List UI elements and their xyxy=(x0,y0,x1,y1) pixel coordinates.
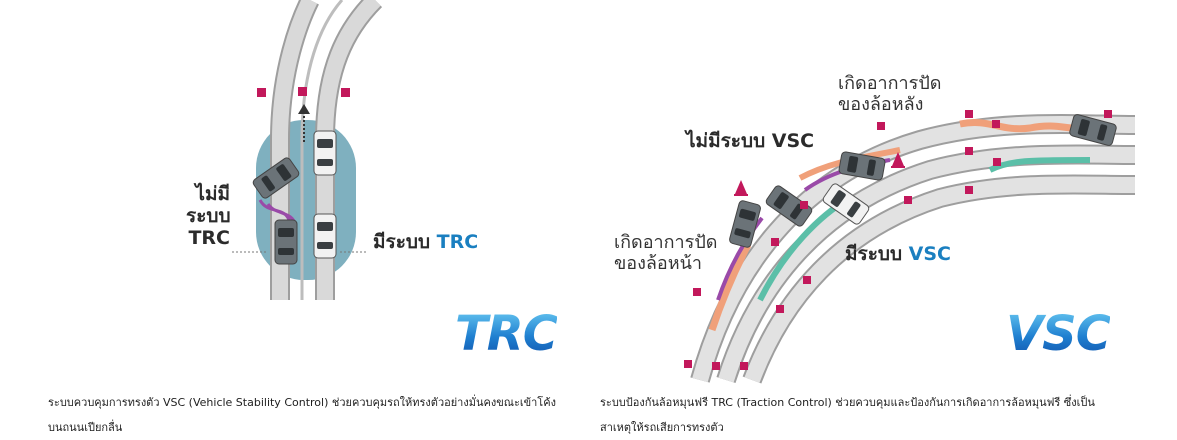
label-prefix: มีระบบ xyxy=(845,243,909,265)
label-system-name: VSC xyxy=(908,243,952,265)
front-slip-track xyxy=(708,243,752,332)
car-with-trc xyxy=(313,213,337,259)
vsc-stable-track xyxy=(988,157,1091,173)
trc-marker xyxy=(341,88,350,97)
vsc-marker xyxy=(803,276,811,284)
trc-diagram xyxy=(232,0,383,300)
vsc-marker xyxy=(993,158,1001,166)
direction-arrow-icon xyxy=(298,104,310,142)
caption-line: ระบบป้องกันล้อหมุนฟรี TRC (Traction Cont… xyxy=(600,396,1095,409)
vsc-marker xyxy=(693,288,701,296)
label-line: ไม่มี xyxy=(195,183,230,205)
vsc-marker xyxy=(740,362,748,370)
car-without-trc xyxy=(274,219,298,265)
label-rear-slip: เกิดอาการปัด ของล้อหลัง xyxy=(838,73,942,115)
vsc-logo: VSC xyxy=(1006,306,1111,362)
vsc-marker xyxy=(877,122,885,130)
label-line: ของล้อหน้า xyxy=(614,252,703,274)
vsc-road-inner xyxy=(742,174,1136,384)
label-with-vsc: มีระบบ VSC xyxy=(845,243,952,266)
trc-logo: TRC xyxy=(455,306,558,362)
label-prefix: มีระบบ xyxy=(373,231,437,253)
vsc-marker xyxy=(776,305,784,313)
label-with-trc: มีระบบ TRC xyxy=(373,231,479,254)
label-without-vsc: ไม่มีระบบ VSC xyxy=(686,130,815,152)
vsc-road-outer xyxy=(690,113,1136,383)
label-without-trc: ไม่มี ระบบ TRC xyxy=(186,183,231,250)
vsc-road-middle xyxy=(716,144,1136,384)
purple-track xyxy=(716,216,764,301)
vsc-marker xyxy=(904,196,912,204)
cone-icon xyxy=(734,180,748,196)
label-line: ของล้อหลัง xyxy=(838,93,924,115)
car-with-trc xyxy=(313,130,337,176)
vsc-diagram xyxy=(684,110,1136,384)
vsc-marker xyxy=(1104,110,1112,118)
vsc-marker xyxy=(684,360,692,368)
label-line: TRC xyxy=(188,226,230,249)
vsc-marker xyxy=(965,147,973,155)
trc-road-center-line xyxy=(300,0,344,300)
vsc-marker xyxy=(771,238,779,246)
trc-marker xyxy=(298,87,307,96)
trc-road-left xyxy=(270,0,319,300)
caption-line: ระบบควบคุมการทรงตัว VSC (Vehicle Stabili… xyxy=(48,396,556,409)
vsc-marker xyxy=(965,110,973,118)
caption-line: บนถนนเปียกลื่น xyxy=(48,421,123,434)
label-line: ระบบ xyxy=(186,204,231,227)
vsc-marker xyxy=(712,362,720,370)
trc-road-right xyxy=(315,0,383,300)
label-line: เกิดอาการปัด xyxy=(614,232,718,253)
vsc-marker xyxy=(965,186,973,194)
trc-marker xyxy=(257,88,266,97)
vsc-marker xyxy=(800,201,808,209)
caption-left: ระบบควบคุมการทรงตัว VSC (Vehicle Stabili… xyxy=(48,390,593,440)
label-system-name: TRC xyxy=(436,231,479,253)
caption-line: สาเหตุให้รถเสียการทรงตัว xyxy=(600,421,724,434)
label-front-slip: เกิดอาการปัด ของล้อหน้า xyxy=(614,232,718,274)
caption-right: ระบบป้องกันล้อหมุนฟรี TRC (Traction Cont… xyxy=(600,390,1160,440)
label-line: เกิดอาการปัด xyxy=(838,73,942,94)
vsc-marker xyxy=(992,120,1000,128)
